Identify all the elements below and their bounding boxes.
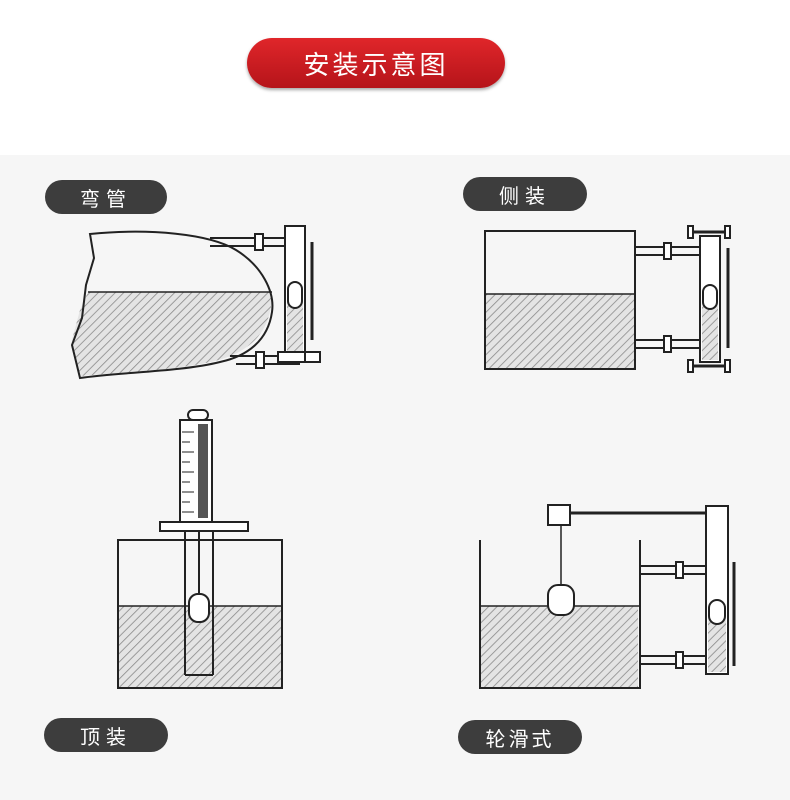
top-tank-outline [117,539,283,689]
pulley-tank-liquid [481,606,638,688]
side-tank-liquid [486,294,634,368]
pulley-type-diagram [479,504,736,689]
side-mount-diagram [484,225,731,373]
bend-pipe-diagram [70,225,321,380]
label-top-mount: 顶装 [44,718,168,752]
label-side-mount: 侧装 [463,177,587,211]
bend-liquid [72,292,272,376]
pulley-tank-outline [479,540,641,689]
page-title: 安装示意图 [247,38,505,88]
content-background [0,155,790,800]
bend-tank-outline [70,230,274,380]
label-bend-pipe: 弯管 [45,180,167,214]
top-mount-diagram [117,409,283,689]
label-pulley-type: 轮滑式 [458,720,582,754]
side-tank-outline [484,230,636,370]
